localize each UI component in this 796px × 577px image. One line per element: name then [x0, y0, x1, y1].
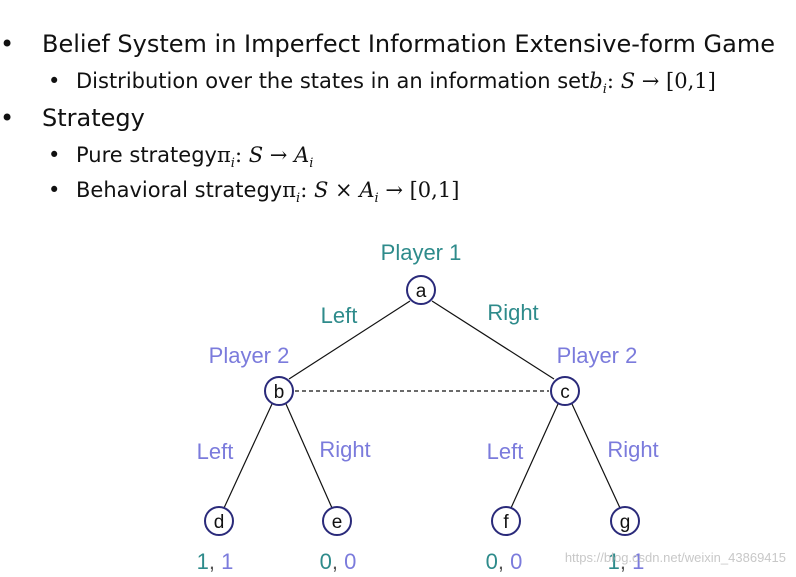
player-2-right-label: Player 2: [557, 343, 638, 368]
payoff-g-p2: 1: [632, 549, 644, 574]
math-behavioral-strategy: πi: S × Ai → [0,1]: [282, 178, 460, 207]
node-c: c: [550, 376, 580, 406]
player-1-label: Player 1: [381, 240, 462, 265]
edge-c-g: [571, 403, 621, 509]
node-b: b: [264, 376, 294, 406]
math-belief: bi: S → [0,1]: [589, 69, 716, 98]
node-d-letter: d: [214, 512, 225, 533]
bullet-dot: •: [48, 143, 61, 167]
sub-bullet-behavioral-strategy: • Behavioral strategy πi: S × Ai → [0,1]: [48, 178, 459, 206]
payoff-f-p2: 0: [510, 549, 522, 574]
payoff-separator: ,: [620, 549, 632, 574]
node-f-letter: f: [503, 512, 509, 533]
node-d: d: [204, 506, 234, 536]
edge-b-d: [223, 403, 273, 509]
payoff-e-p2: 0: [344, 549, 356, 574]
payoff-d: 1, 1: [197, 549, 234, 574]
payoff-separator: ,: [498, 549, 510, 574]
bullet-dot: •: [0, 104, 15, 132]
bullet-dot: •: [0, 30, 15, 58]
payoff-f: 0, 0: [486, 549, 523, 574]
bullet-dot: •: [48, 178, 61, 202]
node-g-letter: g: [620, 512, 631, 533]
node-b-letter: b: [274, 382, 285, 403]
payoff-g-p1: 1: [608, 549, 620, 574]
edge-a-b: [288, 300, 411, 380]
payoff-separator: ,: [332, 549, 344, 574]
player-2-left-label: Player 2: [209, 343, 290, 368]
math-pure-strategy: πi: S → Ai: [216, 143, 314, 172]
sub-bullet-text: Behavioral strategy: [76, 178, 283, 202]
edge-label-c-right: Right: [607, 437, 658, 462]
edge-b-e: [285, 403, 333, 509]
node-e: e: [322, 506, 352, 536]
payoff-d-p2: 1: [221, 549, 233, 574]
node-g: g: [610, 506, 640, 536]
edge-c-f: [510, 403, 559, 509]
sub-bullet-text: Pure strategy: [76, 143, 217, 167]
edge-label-b-left: Left: [197, 439, 234, 464]
sub-bullet-distribution: • Distribution over the states in an inf…: [48, 69, 716, 97]
node-f: f: [491, 506, 521, 536]
bullet-text: Strategy: [42, 104, 145, 132]
watermark-text: https://blog.csdn.net/weixin_43869415: [565, 550, 786, 565]
node-e-letter: e: [332, 512, 343, 533]
bullet-text: Belief System in Imperfect Information E…: [42, 30, 775, 58]
payoff-d-p1: 1: [197, 549, 209, 574]
node-c-letter: c: [560, 382, 570, 403]
payoff-separator: ,: [209, 549, 221, 574]
sub-bullet-pure-strategy: • Pure strategy πi: S → Ai: [48, 143, 313, 171]
edge-label-c-left: Left: [487, 439, 524, 464]
node-a: a: [406, 275, 436, 305]
payoff-e-p1: 0: [320, 549, 332, 574]
node-a-letter: a: [416, 281, 427, 302]
payoff-f-p1: 0: [486, 549, 498, 574]
bullet-dot: •: [48, 69, 61, 93]
edge-label-b-right: Right: [319, 437, 370, 462]
payoff-e: 0, 0: [320, 549, 357, 574]
payoff-g: 1, 1: [608, 549, 645, 574]
bullet-belief-system: • Belief System in Imperfect Information…: [0, 30, 775, 58]
sub-bullet-text: Distribution over the states in an infor…: [76, 69, 590, 93]
edge-label-a-right: Right: [487, 300, 538, 325]
bullet-strategy: • Strategy: [0, 104, 145, 132]
edge-label-a-left: Left: [321, 303, 358, 328]
edge-a-c: [431, 300, 555, 380]
